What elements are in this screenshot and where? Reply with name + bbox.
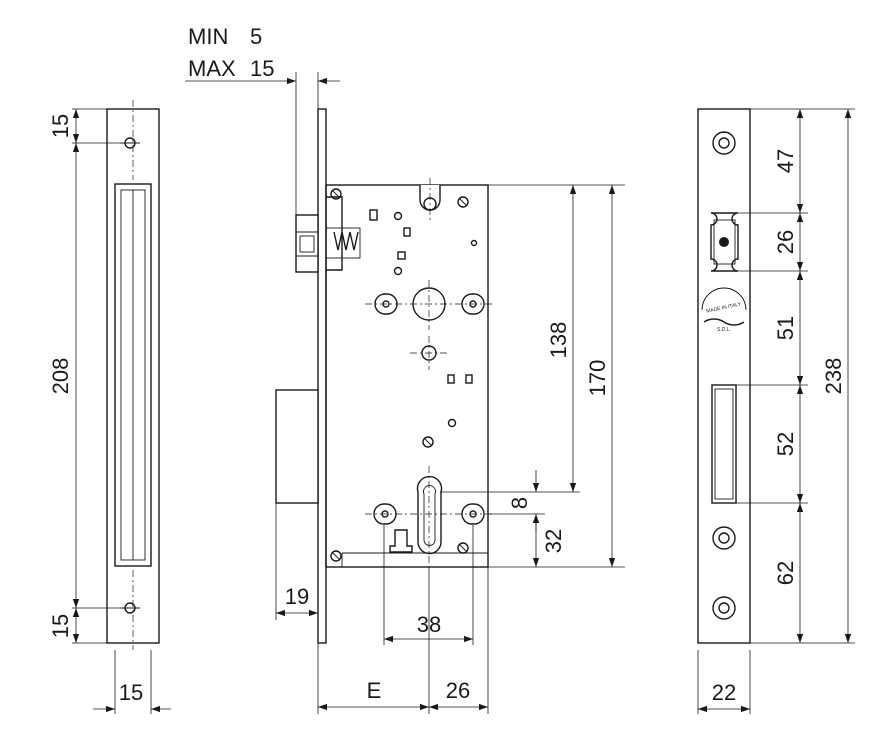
backset-min-label: MIN <box>188 24 228 49</box>
dim-faceplate-top-offset: 15 <box>48 114 73 138</box>
dim-strike-62: 62 <box>773 561 798 585</box>
backset-max-value: 15 <box>250 56 274 81</box>
strike-bolt-recess <box>711 384 737 504</box>
case-screw-bottom-right <box>457 542 469 554</box>
dim-strike-52: 52 <box>773 432 798 456</box>
strike-plate-view: MADE IN ITALY S.D.L. 47 26 51 52 62 238 … <box>697 108 855 714</box>
faceplate-slot-outer <box>114 183 152 567</box>
strike-screw-bottom <box>712 596 736 620</box>
dim-strike-238: 238 <box>821 358 846 395</box>
case-screw-bottom-left <box>330 550 342 562</box>
case-screw-top-left <box>330 188 342 200</box>
cylinder-cutout <box>416 475 443 555</box>
faceplate-view: 15 208 15 15 <box>48 100 171 714</box>
dim-faceplate-width: 15 <box>119 680 143 705</box>
svg-text:S.D.L.: S.D.L. <box>717 327 731 333</box>
dim-axis-to-edge: 26 <box>446 678 470 703</box>
dim-backset: E <box>367 678 382 703</box>
dim-strike-26: 26 <box>773 230 798 254</box>
dim-strike-47: 47 <box>773 149 798 173</box>
dim-strike-51: 51 <box>773 316 798 340</box>
latch-spring <box>325 227 361 259</box>
strike-screw-top <box>712 131 736 155</box>
strike-latch-recess <box>710 212 739 272</box>
strike-screw-mid <box>712 526 736 550</box>
made-in-italy-stamp: MADE IN ITALY S.D.L. <box>701 287 747 333</box>
case-screw-top-right <box>457 196 469 208</box>
dead-bolt <box>275 389 319 504</box>
backset-min-value: 5 <box>250 24 262 49</box>
dim-body-170: 170 <box>585 360 610 397</box>
dim-faceplate-length: 208 <box>48 358 73 395</box>
dim-cylinder-height: 32 <box>541 529 566 553</box>
latch-bolt <box>295 214 319 273</box>
dim-body-138: 138 <box>546 322 571 359</box>
dim-cylinder-offset: 8 <box>507 497 532 509</box>
lock-front-plate <box>317 108 327 644</box>
lock-body-view: MIN 5 MAX 15 <box>185 24 625 714</box>
lock-case <box>325 184 489 568</box>
case-screw-mid <box>422 436 434 448</box>
faceplate-outline <box>106 108 160 644</box>
dim-strike-width: 22 <box>712 680 736 705</box>
backset-max-label: MAX <box>188 56 236 81</box>
dim-bolt-projection: 19 <box>285 584 309 609</box>
svg-text:MADE IN ITALY: MADE IN ITALY <box>706 301 743 314</box>
strike-plate-outline <box>697 108 751 644</box>
dim-faceplate-bottom-offset: 15 <box>48 614 73 638</box>
